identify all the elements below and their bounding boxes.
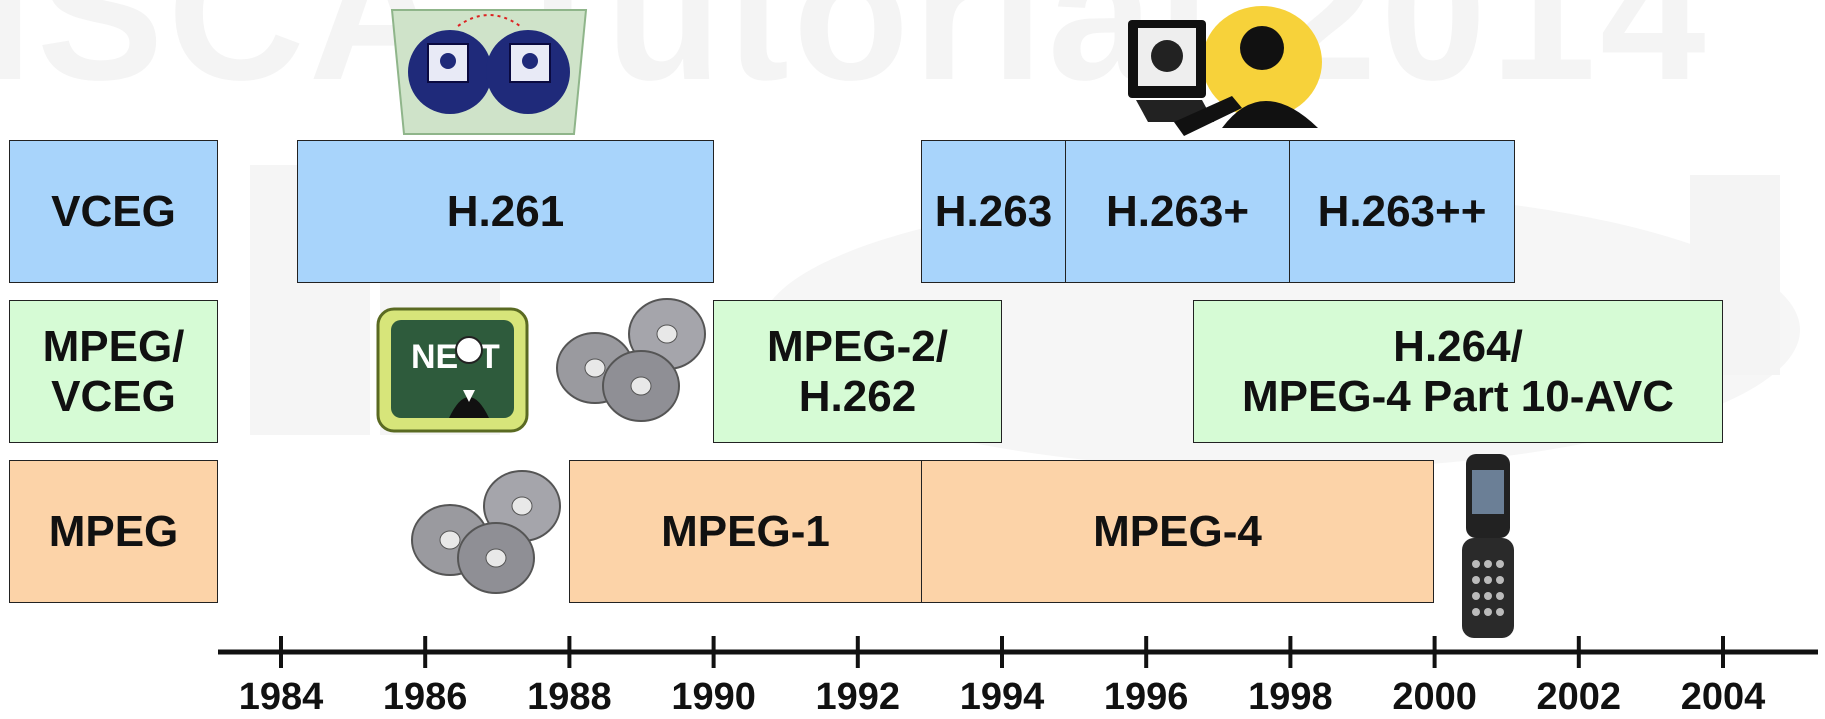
svg-text:NE: NE	[411, 338, 458, 376]
standard-h261: H.261	[297, 140, 714, 283]
watermark-title: ISCA Tutorial 2014	[0, 0, 1710, 120]
axis-tick-label: 1990	[671, 676, 756, 718]
row-label-vceg: VCEG	[9, 140, 218, 283]
axis-tick-label: 1996	[1103, 676, 1189, 718]
axis-tick-label: 1988	[527, 676, 612, 718]
row-label-joint: MPEG/ VCEG	[9, 300, 218, 443]
row-label-mpeg: MPEG	[9, 460, 218, 603]
axis-tick-label: 2000	[1392, 676, 1477, 718]
axis-tick-label: 1986	[382, 676, 468, 718]
axis-tick-label: 1984	[238, 676, 324, 718]
flip-phone-icon	[1462, 454, 1514, 638]
videoconference-icon	[390, 9, 588, 135]
standard-h263-plusplus: H.263++	[1289, 140, 1515, 283]
timeline-axis: 1984 1986 1988 1990 1992 1994 1996 1998 2000 2002…	[0, 620, 1825, 718]
axis-line	[218, 636, 1818, 668]
computer-user-icon	[1128, 6, 1322, 136]
standard-h264-avc: H.264/ MPEG-4 Part 10-AVC	[1193, 300, 1723, 443]
axis-tick-label: 2002	[1536, 676, 1622, 718]
cd-discs-icon	[411, 470, 561, 594]
axis-tick-label: 2004	[1680, 676, 1766, 718]
standard-mpeg1: MPEG-1	[569, 460, 922, 603]
axis-tick-label: 1994	[959, 676, 1045, 718]
standard-h263: H.263	[921, 140, 1066, 283]
standard-h263-plus: H.263+	[1065, 140, 1290, 283]
row-joint: MPEG/ VCEG MPEG-2/ H.262 H.264/ MPEG-4 P…	[0, 300, 1825, 445]
axis-tick-label: 1998	[1248, 676, 1333, 718]
standard-mpeg2-h262: MPEG-2/ H.262	[713, 300, 1002, 443]
tv-news-icon: NE T	[376, 307, 529, 433]
cd-discs-icon	[556, 298, 706, 422]
standard-mpeg4: MPEG-4	[921, 460, 1434, 603]
row-vceg: VCEG H.261 H.263 H.263+ H.263++	[0, 140, 1825, 285]
svg-text:T: T	[479, 338, 500, 376]
row-mpeg: MPEG MPEG-1 MPEG-4	[0, 460, 1825, 605]
axis-tick-label: 1992	[815, 676, 901, 718]
